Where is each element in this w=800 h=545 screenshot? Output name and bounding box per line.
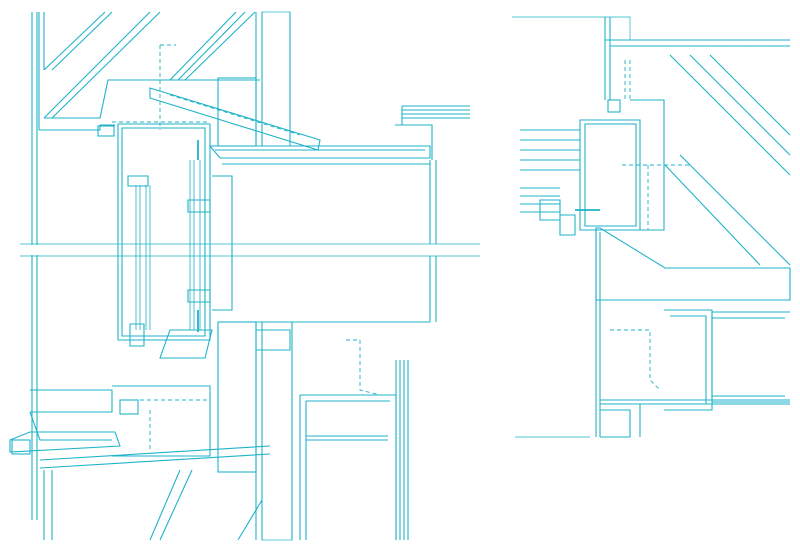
right-section-view [512,16,791,438]
left-section-view [9,11,480,541]
